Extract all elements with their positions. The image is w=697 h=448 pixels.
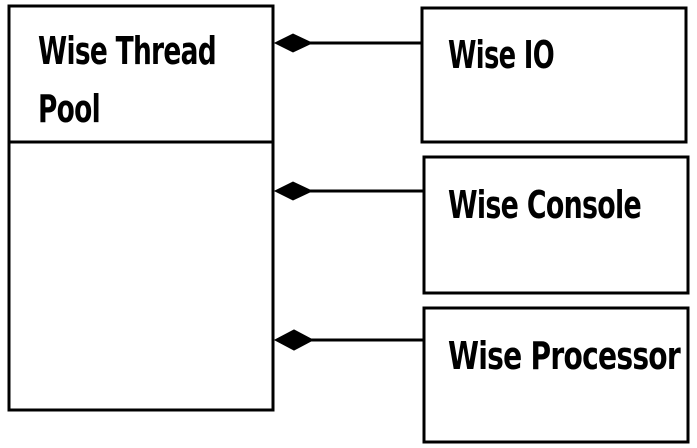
component-box-wise-console[interactable]: Wise Console — [422, 155, 690, 295]
component-outline — [422, 155, 690, 295]
main-class-title-line2: Pool — [38, 87, 100, 131]
connector-wise-console — [273, 181, 423, 201]
main-class-outline — [7, 4, 275, 412]
connector-wise-processor — [273, 329, 423, 351]
component-outline — [420, 6, 688, 144]
main-class-title-line1: Wise Thread — [38, 29, 216, 73]
composition-diamond-icon — [273, 181, 314, 201]
composition-diamond-icon — [273, 33, 314, 53]
main-class-box[interactable]: Wise Thread Pool — [7, 4, 275, 412]
component-label: Wise Console — [448, 183, 641, 227]
component-label: Wise IO — [448, 33, 554, 77]
component-label: Wise Processor — [448, 334, 681, 378]
component-box-wise-io[interactable]: Wise IO — [420, 6, 688, 144]
composition-diamond-icon — [273, 329, 315, 351]
component-outline — [422, 306, 690, 444]
component-box-wise-processor[interactable]: Wise Processor — [422, 306, 690, 444]
connector-wise-io — [273, 33, 421, 53]
